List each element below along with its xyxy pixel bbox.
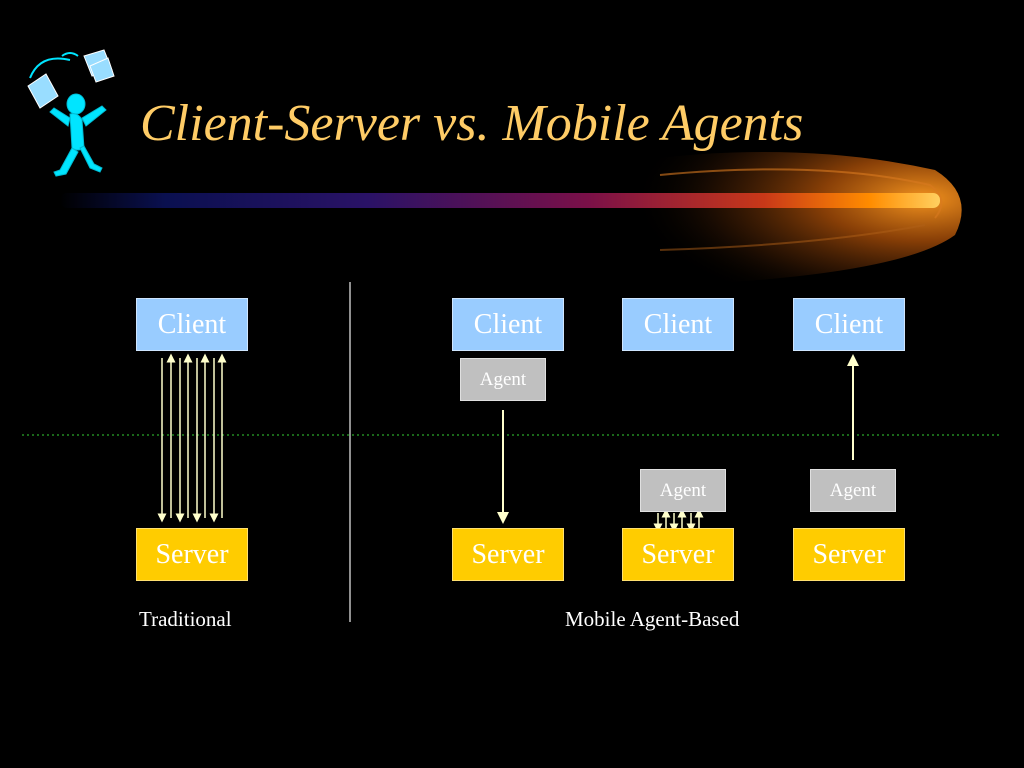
agent-label: Agent xyxy=(659,479,707,501)
client-label: Client xyxy=(814,308,884,340)
traditional-caption: Traditional xyxy=(139,607,232,631)
client-label: Client xyxy=(473,308,543,340)
traditional-server-box: Server xyxy=(136,528,248,581)
mobile-server-box-1: Server xyxy=(452,528,564,581)
mobile-client-box-2: Client xyxy=(622,298,734,351)
juggler-figure-icon xyxy=(27,49,115,177)
agent-label: Agent xyxy=(479,368,527,390)
comet-swoosh xyxy=(638,152,962,285)
client-label: Client xyxy=(157,308,227,340)
mobile-server-box-2: Server xyxy=(622,528,734,581)
mobile-agent-box-3: Agent xyxy=(810,469,896,512)
client-label: Client xyxy=(643,308,713,340)
mobile-caption: Mobile Agent-Based xyxy=(565,607,740,631)
server-label: Server xyxy=(471,538,545,570)
local-interaction-arrows xyxy=(653,508,704,533)
mobile-agent-box-1: Agent xyxy=(460,358,546,401)
mobile-client-box-1: Client xyxy=(452,298,564,351)
traditional-client-box: Client xyxy=(136,298,248,351)
agent-label: Agent xyxy=(829,479,877,501)
server-label: Server xyxy=(812,538,886,570)
title-underline xyxy=(60,193,940,208)
slide-title: Client-Server vs. Mobile Agents xyxy=(140,95,804,152)
server-label: Server xyxy=(641,538,715,570)
mobile-client-box-3: Client xyxy=(793,298,905,351)
server-label: Server xyxy=(155,538,229,570)
mobile-agent-box-2: Agent xyxy=(640,469,726,512)
traditional-message-arrows xyxy=(157,353,227,523)
mobile-server-box-3: Server xyxy=(793,528,905,581)
